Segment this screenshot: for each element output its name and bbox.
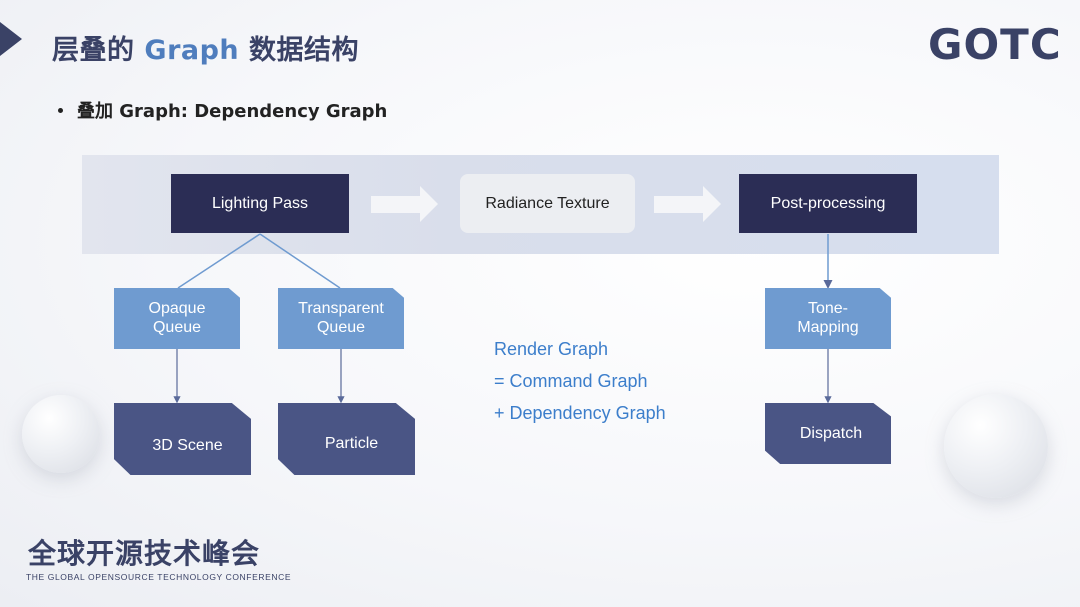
node-tone-mapping-line1: Tone-: [807, 300, 849, 318]
node-opaque-queue-line1: Opaque: [148, 300, 206, 318]
node-dispatch-label: Dispatch: [799, 424, 863, 442]
node-radiance-texture-label: Radiance Texture: [485, 194, 610, 212]
render-graph-note: Render Graph = Command Graph + Dependenc…: [494, 333, 666, 429]
node-3d-scene: 3D Scene: [114, 403, 251, 475]
flow-arrow-2-icon: [654, 186, 721, 222]
node-post-processing-label: Post-processing: [770, 194, 886, 212]
edge-lighting-opaque: [177, 233, 261, 289]
bullet-item: 叠加 Graph: Dependency Graph: [58, 97, 387, 123]
title-suffix: 数据结构: [239, 35, 360, 66]
note-line-2: = Command Graph: [494, 371, 648, 391]
edge-lighting-transparent: [259, 233, 341, 289]
title-accent: Graph: [144, 35, 240, 66]
bullet-text: 叠加 Graph: Dependency Graph: [77, 101, 388, 122]
node-tone-mapping: Tone- Mapping: [765, 288, 891, 349]
decor-sphere-left: [22, 395, 100, 473]
conference-name-cn: 全球开源技术峰会: [28, 537, 261, 570]
node-opaque-queue: Opaque Queue: [114, 288, 240, 349]
conference-name-en: THE GLOBAL OPENSOURCE TECHNOLOGY CONFERE…: [26, 572, 292, 582]
note-line-3: + Dependency Graph: [494, 403, 666, 423]
node-opaque-queue-line2: Queue: [152, 318, 202, 336]
gotc-logo: GOTC: [928, 20, 1062, 69]
flow-arrow-1-icon: [371, 186, 438, 222]
node-transparent-queue-line1: Transparent: [298, 300, 384, 318]
page-title: 层叠的 Graph 数据结构: [52, 28, 359, 67]
decor-sphere-right: [944, 394, 1048, 498]
node-3d-scene-label: 3D Scene: [152, 437, 223, 454]
bullet-dot-icon: [58, 107, 63, 113]
node-particle-label: Particle: [324, 435, 379, 452]
node-dispatch: Dispatch: [765, 403, 891, 464]
node-particle: Particle: [278, 403, 415, 475]
node-lighting-pass-label: Lighting Pass: [211, 194, 309, 212]
node-post-processing: Post-processing: [739, 174, 917, 233]
node-lighting-pass: Lighting Pass: [171, 174, 349, 233]
node-transparent-queue: Transparent Queue: [278, 288, 404, 349]
title-prefix: 层叠的: [52, 35, 145, 66]
note-line-1: Render Graph: [494, 339, 609, 359]
node-transparent-queue-line2: Queue: [316, 318, 366, 336]
node-radiance-texture: Radiance Texture: [460, 174, 635, 233]
corner-triangle-icon: [0, 22, 22, 56]
node-tone-mapping-line2: Mapping: [797, 318, 859, 336]
